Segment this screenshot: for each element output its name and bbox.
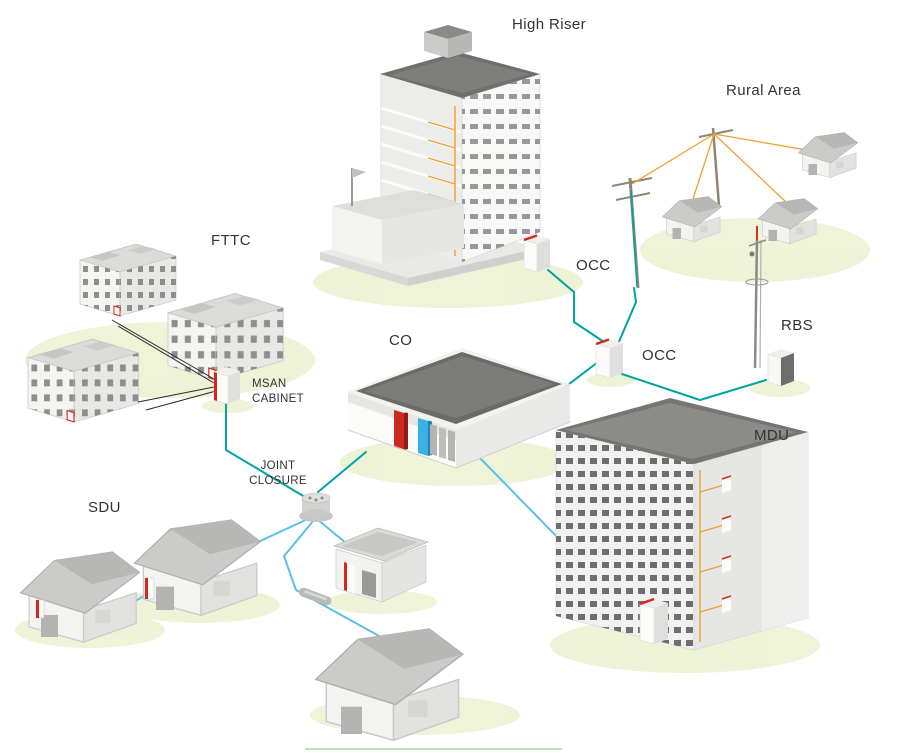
- rural-house: [661, 196, 723, 242]
- mdu-riser-cable: [699, 470, 725, 642]
- label-joint-closure: JOINT CLOSURE: [246, 459, 310, 489]
- co-building: [347, 348, 571, 469]
- label-rbs: RBS: [781, 317, 814, 334]
- label-high-riser: High Riser: [512, 16, 587, 33]
- aerial-drop-wires: [631, 133, 819, 203]
- rbs-equipment-box: [767, 349, 794, 387]
- link-occ-to-occ-high-riser: [547, 269, 605, 343]
- joint-closure-icon: [299, 492, 333, 522]
- sdu-houses: [19, 519, 464, 742]
- occ-cabinet-rural: [595, 338, 623, 379]
- red-rack: [394, 410, 404, 450]
- sdu-cabinet-building: [332, 527, 430, 603]
- label-occ-rural: OCC: [642, 347, 677, 364]
- mdu-ground-cabinet: [639, 597, 668, 645]
- link-co-to-joint-closure: [317, 451, 367, 493]
- splice-capsule-icon: [298, 587, 332, 606]
- high-riser-building: [320, 25, 541, 286]
- label-co: CO: [389, 332, 413, 349]
- rbs-tower: [745, 226, 794, 387]
- sdu-house: [133, 519, 262, 617]
- label-msan-line1: MSAN: [252, 378, 287, 390]
- mdu-building: [555, 398, 809, 651]
- label-fttc: FTTC: [211, 232, 251, 249]
- label-sdu: SDU: [88, 499, 121, 516]
- msan-cabinet: [213, 367, 240, 405]
- link-joint-to-sdu-house3: [283, 519, 409, 653]
- rural-house: [797, 132, 859, 178]
- fiber-links-teal: [225, 269, 767, 501]
- label-joint-line2: CLOSURE: [249, 474, 307, 487]
- co-equipment-racks: [394, 410, 455, 462]
- label-occ-high-riser: OCC: [576, 257, 611, 274]
- blue-rack: [418, 418, 428, 456]
- fiber-drop-on-pole: [630, 189, 638, 287]
- link-occ-to-rural-pole: [617, 287, 637, 345]
- label-joint-line1: JOINT: [260, 460, 296, 472]
- copper-drop-lines: [111, 319, 217, 411]
- mdu-floor-boxes: [721, 475, 732, 613]
- link-msan-to-joint-closure: [225, 403, 311, 501]
- sdu-house: [19, 551, 141, 643]
- fttc-apartment-block: [79, 243, 177, 317]
- link-occ-to-rbs: [621, 373, 767, 401]
- rural-area: [611, 127, 859, 289]
- fttc-buildings: [27, 243, 284, 423]
- label-msan-cabinet: MSAN CABINET: [252, 377, 304, 407]
- label-mdu: MDU: [754, 427, 790, 444]
- sdu-house: [314, 627, 464, 742]
- label-rural-area: Rural Area: [726, 82, 801, 99]
- flag-icon: [352, 168, 366, 178]
- rural-house: [757, 198, 819, 244]
- occ-cabinet-high-riser: [523, 234, 550, 273]
- sdu-house-cabinet: [35, 577, 155, 619]
- label-msan-line2: CABINET: [252, 392, 304, 405]
- antenna-dish-icon: [749, 251, 755, 257]
